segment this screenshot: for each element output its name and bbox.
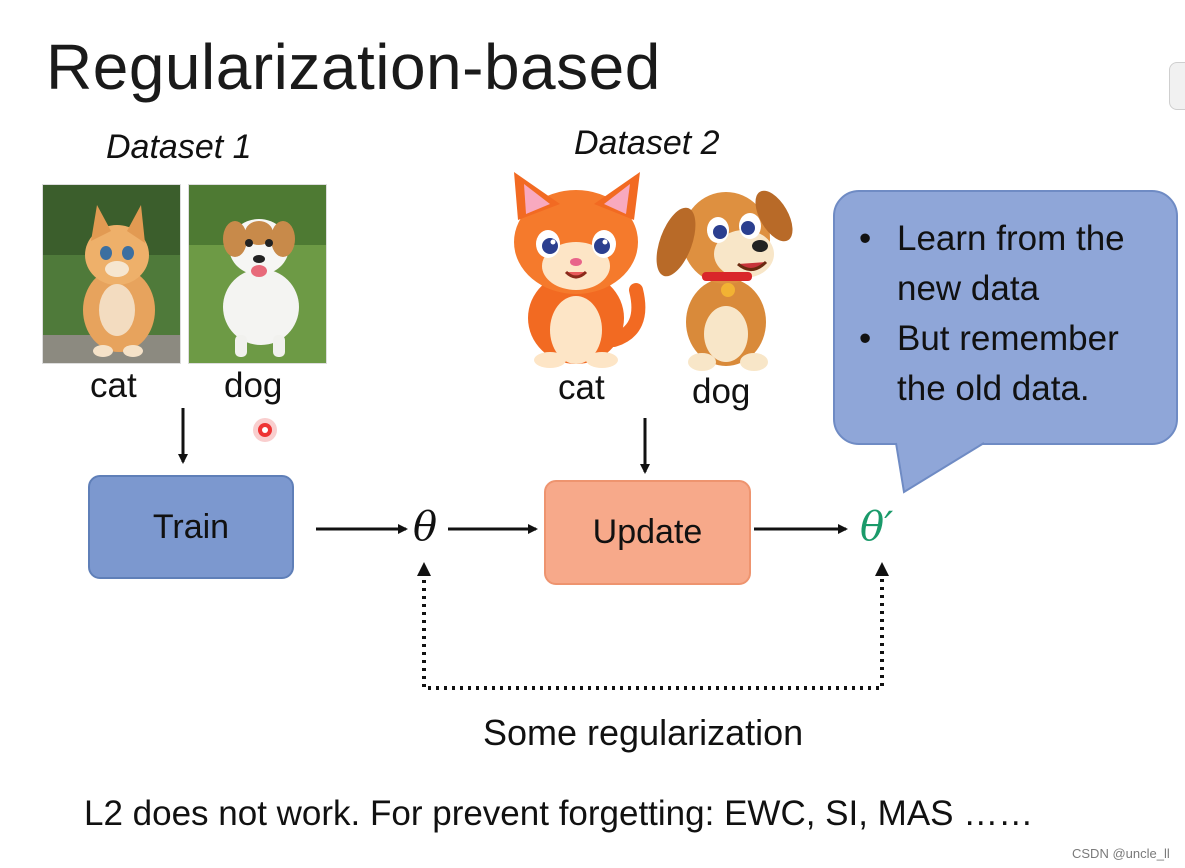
bubble-point-1: Learn from the new data — [859, 214, 1176, 314]
regularization-arrow-to-theta — [417, 562, 431, 576]
dataset-2-cat-label: cat — [558, 368, 605, 407]
bubble-point-2: But remember the old data. — [859, 314, 1176, 414]
train-box: Train — [88, 475, 294, 579]
regularization-label: Some regularization — [483, 712, 804, 753]
cat-photo — [42, 184, 181, 364]
laser-pointer-dot — [258, 423, 272, 437]
dataset-1-dog-label: dog — [224, 366, 283, 405]
speech-bubble-tail — [895, 442, 985, 494]
theta-prime-symbol: θ′ — [860, 504, 894, 550]
dataset-2-label: Dataset 2 — [574, 124, 720, 162]
dataset-2-dog-label: dog — [692, 372, 751, 411]
dataset-1-label: Dataset 1 — [106, 128, 252, 166]
side-panel-handle[interactable] — [1169, 62, 1185, 110]
dataset-1-cat-label: cat — [90, 366, 137, 405]
theta-symbol: θ — [413, 504, 438, 550]
watermark: CSDN @uncle_ll — [1072, 846, 1170, 861]
cartoon-cat — [504, 170, 654, 370]
cartoon-dog — [654, 172, 794, 372]
dog-photo — [188, 184, 327, 364]
slide-title: Regularization-based — [46, 31, 661, 103]
speech-bubble: Learn from the new data But remember the… — [833, 190, 1178, 445]
regularization-dotted-link — [422, 572, 884, 690]
bottom-note: L2 does not work. For prevent forgetting… — [84, 794, 1034, 833]
regularization-arrow-to-theta-prime — [875, 562, 889, 576]
update-box: Update — [544, 480, 751, 585]
